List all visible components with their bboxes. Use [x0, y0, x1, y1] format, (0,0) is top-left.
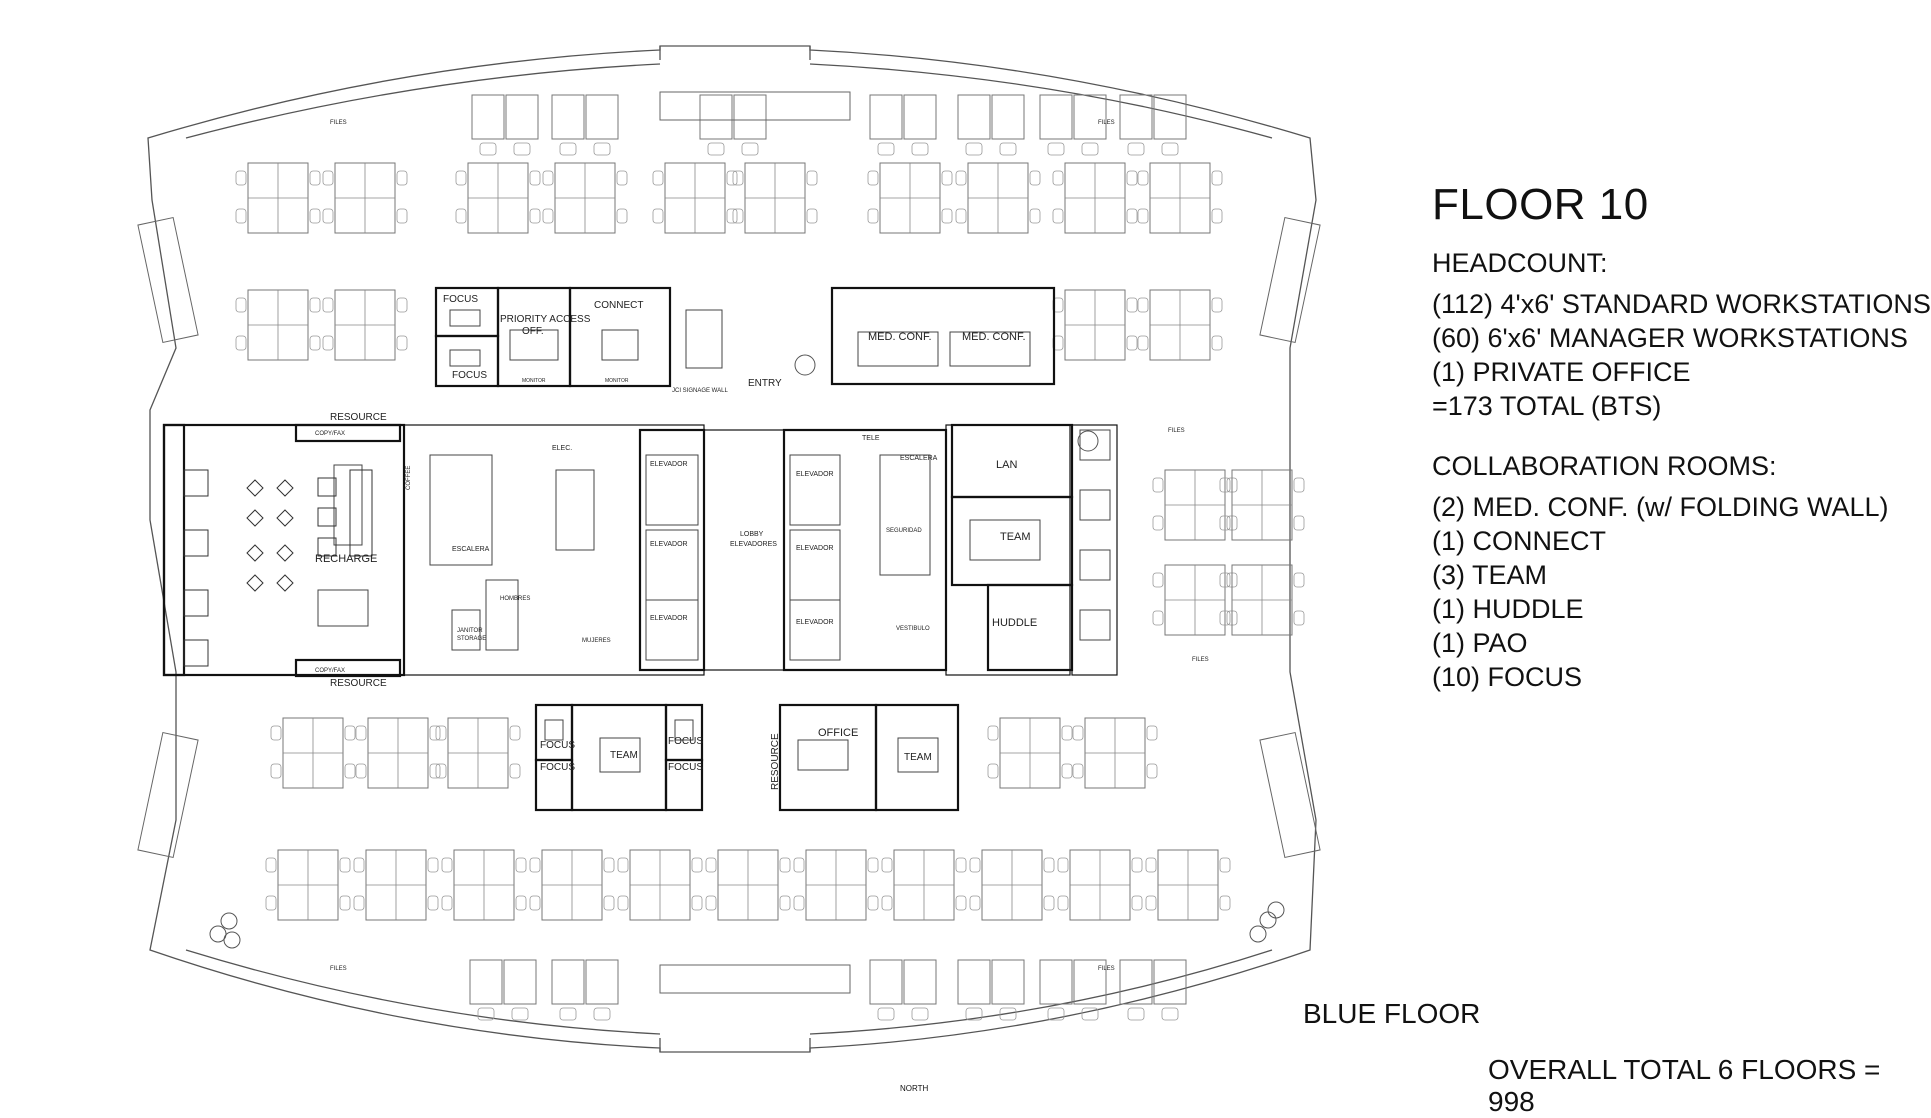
- label-huddle: HUDDLE: [992, 617, 1037, 629]
- north-label: NORTH: [900, 1084, 929, 1093]
- label-files-6: FILES: [1098, 966, 1115, 972]
- label-office: OFFICE: [818, 727, 858, 739]
- workstation-pods-upper: [235, 162, 1223, 361]
- label-signage-wall: JCI SIGNAGE WALL: [672, 388, 728, 394]
- label-focus-5: FOCUS: [668, 736, 703, 747]
- label-escalera-right: ESCALERA: [900, 455, 938, 462]
- headcount-line: (1) PRIVATE OFFICE: [1432, 357, 1691, 387]
- label-focus-1: FOCUS: [443, 294, 478, 305]
- label-copy-fax-bottom: COPY/FAX: [315, 668, 345, 674]
- label-med-conf-1: MED. CONF.: [868, 331, 932, 343]
- headcount-line: (112) 4'x6' STANDARD WORKSTATIONS: [1432, 289, 1931, 319]
- collaboration-line: (1) CONNECT: [1432, 526, 1606, 556]
- overall-total: OVERALL TOTAL 6 FLOORS = 998: [1488, 1054, 1881, 1117]
- label-focus-4: FOCUS: [540, 762, 575, 773]
- label-elevador-1: ELEVADOR: [650, 461, 688, 468]
- label-coffee: COFFEE: [406, 466, 412, 490]
- label-elevador-3: ELEVADOR: [650, 615, 688, 622]
- label-resource-lower: RESOURCE: [770, 733, 781, 790]
- collaboration-heading: COLLABORATION ROOMS:: [1432, 451, 1777, 481]
- label-storage: STORAGE: [457, 636, 486, 642]
- floor-title: FLOOR 10: [1432, 180, 1649, 229]
- label-recharge: RECHARGE: [315, 553, 377, 565]
- label-tele: TELE: [862, 435, 880, 442]
- headcount-total: =173 TOTAL (BTS): [1432, 391, 1662, 421]
- label-resource-top: RESOURCE: [330, 412, 387, 423]
- label-files-3: FILES: [1168, 428, 1185, 434]
- collaboration-line: (1) PAO: [1432, 628, 1528, 658]
- label-seguridad: SEGURIDAD: [886, 528, 922, 534]
- label-monitor-2: MONITOR: [605, 378, 629, 384]
- round-tables: [209, 354, 1285, 949]
- label-copy-fax-top: COPY/FAX: [315, 431, 345, 437]
- label-files-4: FILES: [1192, 657, 1209, 663]
- plan-labels: FOCUS FOCUS PRIORITY ACCESS OFF. CONNECT…: [315, 120, 1209, 972]
- label-hombres: HOMBRES: [500, 596, 530, 602]
- label-resource-bottom: RESOURCE: [330, 678, 387, 689]
- lower-room-furniture: [544, 719, 939, 773]
- floor-plan: FOCUS FOCUS PRIORITY ACCESS OFF. CONNECT…: [137, 45, 1321, 1053]
- floor-color-label: BLUE FLOOR: [1303, 998, 1481, 1029]
- label-elec: ELEC.: [552, 445, 572, 452]
- spacer: [1432, 423, 1902, 451]
- label-team-lower-2: TEAM: [904, 752, 932, 763]
- label-team-lower-1: TEAM: [610, 750, 638, 761]
- collaboration-line: (3) TEAM: [1432, 560, 1548, 590]
- label-lobby: LOBBY: [740, 531, 764, 538]
- label-elevador-4: ELEVADOR: [796, 471, 834, 478]
- label-entry: ENTRY: [748, 378, 782, 389]
- label-lobby-2: ELEVADORES: [730, 541, 777, 548]
- label-priority-access-2: OFF.: [522, 326, 544, 337]
- upper-rooms: [434, 286, 1056, 388]
- label-team-right: TEAM: [1000, 531, 1031, 543]
- legend-panel: FLOOR 10 HEADCOUNT: (112) 4'x6' STANDARD…: [1432, 180, 1931, 694]
- workstations-bottom-row: [469, 959, 1187, 1021]
- workstation-pods-lower: [265, 717, 1231, 921]
- label-elevador-2: ELEVADOR: [650, 541, 688, 548]
- label-files-2: FILES: [1098, 120, 1115, 126]
- recharge-furniture: [183, 469, 373, 667]
- label-connect: CONNECT: [594, 300, 643, 311]
- label-files-5: FILES: [330, 966, 347, 972]
- headcount-line: (60) 6'x6' MANAGER WORKSTATIONS: [1432, 323, 1908, 353]
- label-focus-3: FOCUS: [540, 740, 575, 751]
- label-vestibulo: VESTIBULO: [896, 626, 930, 632]
- label-priority-access: PRIORITY ACCESS: [500, 314, 591, 325]
- label-med-conf-2: MED. CONF.: [962, 331, 1026, 343]
- upper-room-furniture: [449, 309, 1031, 369]
- label-monitor-1: MONITOR: [522, 378, 546, 384]
- core: [162, 423, 1118, 678]
- label-lan: LAN: [996, 459, 1017, 471]
- core-details: [317, 429, 1111, 661]
- label-focus-6: FOCUS: [668, 762, 703, 773]
- label-janitor: JANITOR: [457, 628, 483, 634]
- label-elevador-5: ELEVADOR: [796, 545, 834, 552]
- lower-rooms: [534, 703, 960, 812]
- workstations-top-row: [471, 94, 1187, 156]
- collaboration-line: (2) MED. CONF. (w/ FOLDING WALL): [1432, 492, 1889, 522]
- label-files-1: FILES: [330, 120, 347, 126]
- label-mujeres: MUJERES: [582, 638, 611, 644]
- label-escalera-left: ESCALERA: [452, 546, 490, 553]
- side-cabinets: [137, 91, 1321, 994]
- collaboration-line: (10) FOCUS: [1432, 662, 1583, 692]
- label-elevador-6: ELEVADOR: [796, 619, 834, 626]
- headcount-heading: HEADCOUNT:: [1432, 248, 1608, 278]
- collaboration-line: (1) HUDDLE: [1432, 594, 1584, 624]
- workstation-pods-right: [1152, 469, 1305, 636]
- label-focus-2: FOCUS: [452, 370, 487, 381]
- building-outline: [147, 45, 1317, 1053]
